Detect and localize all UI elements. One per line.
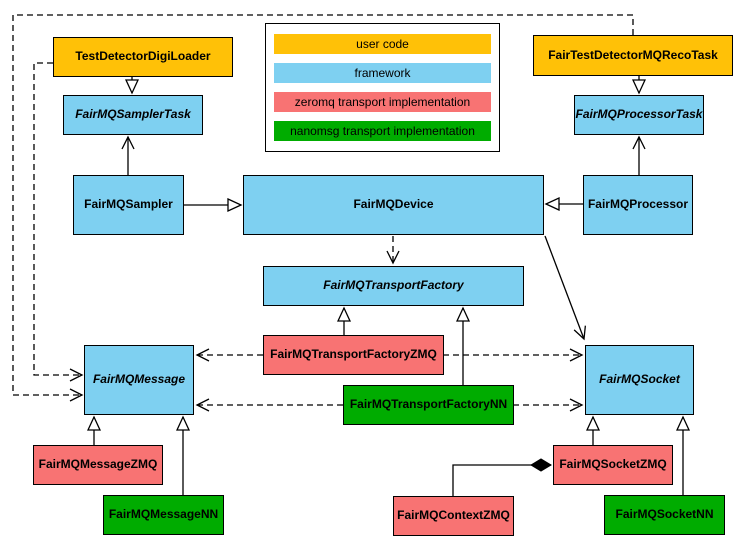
- class-fairmqsampler: FairMQSampler: [73, 175, 184, 235]
- legend-label: user code: [356, 37, 409, 51]
- class-fairmqtransportfactory: FairMQTransportFactory: [263, 266, 524, 306]
- legend-item-user-code: user code: [274, 34, 491, 54]
- class-fairmqprocessortask: FairMQProcessorTask: [574, 95, 704, 135]
- class-testdetectordigiloader: TestDetectorDigiLoader: [53, 37, 233, 77]
- class-fairmqcontextzmq: FairMQContextZMQ: [393, 496, 514, 536]
- class-fairtestdetectormqrecotask: FairTestDetectorMQRecoTask: [533, 35, 733, 76]
- class-fairmqtransportfactorynn: FairMQTransportFactoryNN: [343, 385, 514, 425]
- legend-box: user code framework zeromq transport imp…: [265, 23, 500, 152]
- class-fairmqdevice: FairMQDevice: [243, 175, 544, 235]
- class-fairmqmessagenn: FairMQMessageNN: [103, 495, 224, 535]
- legend-item-nanomsg: nanomsg transport implementation: [274, 121, 491, 141]
- class-fairmqsocket: FairMQSocket: [585, 345, 694, 415]
- class-fairmqsamplertask: FairMQSamplerTask: [63, 95, 203, 135]
- class-fairmqsocketnn: FairMQSocketNN: [604, 495, 725, 535]
- class-fairmqtransportfactoryzmq: FairMQTransportFactoryZMQ: [263, 335, 444, 375]
- composition-link-contextzmq-socketzmq: [452, 458, 552, 496]
- dependency-arrow-recotask-message: [12, 14, 634, 402]
- legend-label: zeromq transport implementation: [294, 95, 471, 109]
- class-fairmqprocessor: FairMQProcessor: [583, 175, 693, 235]
- legend-label: framework: [354, 66, 411, 80]
- class-fairmqmessagezmq: FairMQMessageZMQ: [33, 445, 163, 485]
- legend-item-framework: framework: [274, 63, 491, 83]
- dependency-arrow-digiloader-message: [33, 62, 84, 382]
- class-fairmqsocketzmq: FairMQSocketZMQ: [553, 445, 673, 485]
- class-fairmqmessage: FairMQMessage: [84, 345, 194, 415]
- association-arrow-device-socket: [544, 235, 587, 341]
- legend-label: nanomsg transport implementation: [290, 124, 475, 138]
- legend-item-zeromq: zeromq transport implementation: [274, 92, 491, 112]
